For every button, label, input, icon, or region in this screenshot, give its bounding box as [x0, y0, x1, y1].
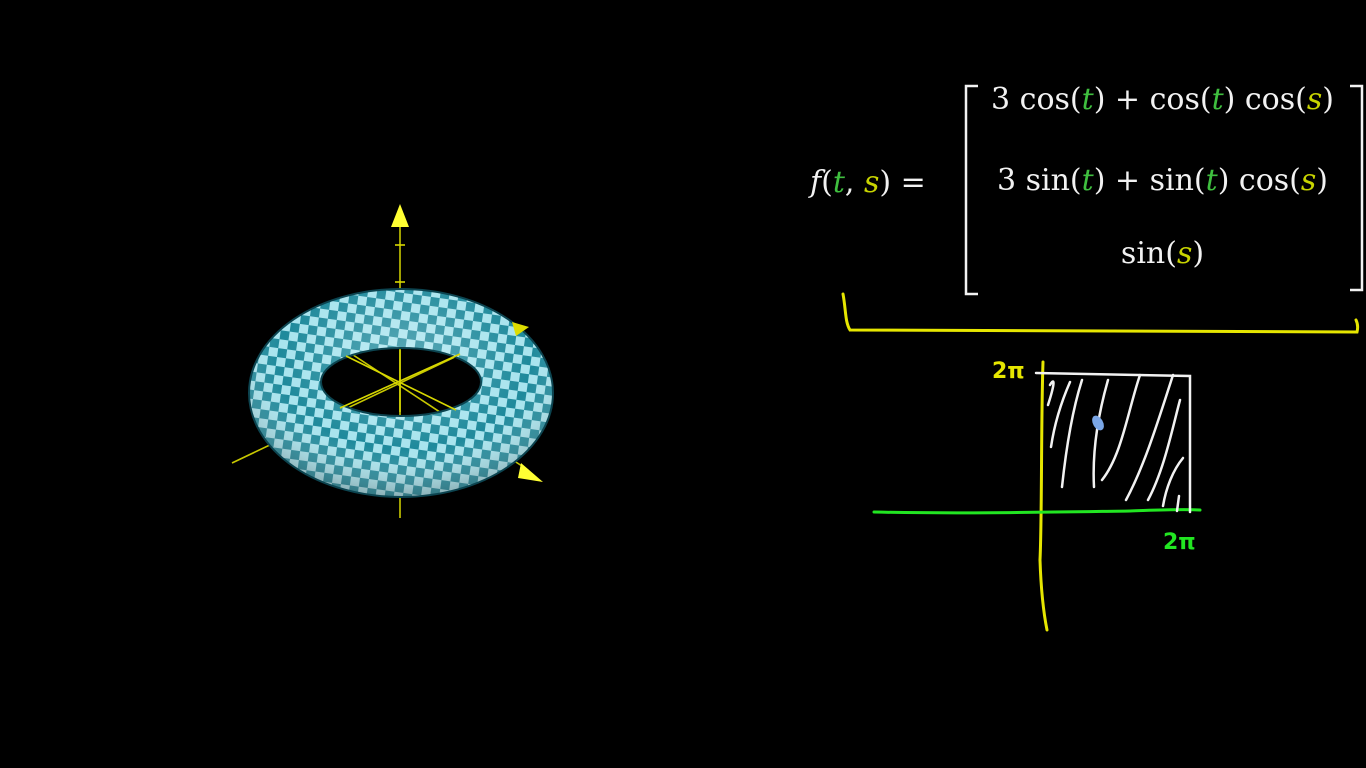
text: ) + sin(: [1093, 163, 1206, 198]
domain-square-border: [1034, 371, 1192, 514]
var-s: s: [863, 165, 880, 200]
text: sin(: [1120, 236, 1177, 271]
vertical-axis-sketch: [1038, 360, 1049, 632]
left-bracket: [964, 84, 978, 296]
matrix-row-y: 3 sin(t) + sin(t) cos(s): [985, 163, 1340, 198]
function-lhs: f(t, s) =: [810, 165, 926, 200]
x-axis-inner: [345, 355, 457, 411]
var-t: t: [1081, 163, 1094, 198]
text: ): [1322, 82, 1334, 117]
text: ) + cos(: [1093, 82, 1212, 117]
torus-axes-front: [339, 244, 461, 412]
y-arrowhead-icon: [512, 322, 529, 336]
comma: ,: [844, 165, 864, 200]
matrix-brackets: [964, 84, 1364, 296]
label-2pi-vertical: 2π: [992, 359, 1025, 384]
z-arrowhead-icon: [391, 204, 409, 227]
horizontal-axis-sketch: [872, 508, 1202, 515]
var-s: s: [1306, 82, 1323, 117]
label-2pi-horizontal: 2π: [1163, 530, 1196, 555]
text: ): [1316, 163, 1329, 198]
var-t: t: [1205, 163, 1218, 198]
text: 3 sin(: [996, 163, 1082, 198]
var-s: s: [1300, 163, 1317, 198]
matrix-row-z: sin(s): [985, 236, 1340, 271]
x-arrowhead-icon: [518, 463, 543, 482]
domain-hatching: [1046, 373, 1185, 513]
var-t: t: [1081, 82, 1094, 117]
domain-sketch: [872, 360, 1202, 632]
domain-underbrace: [841, 292, 1360, 334]
function-name: f: [810, 165, 822, 200]
paren: ): [879, 165, 892, 200]
equals-sign: =: [891, 165, 926, 200]
pen-cursor-icon: [1092, 415, 1104, 431]
text: 3 cos(: [991, 82, 1082, 117]
paren: (: [821, 165, 833, 200]
text: ) cos(: [1217, 163, 1301, 198]
var-s: s: [1176, 236, 1193, 271]
matrix-row-x: 3 cos(t) + cos(t) cos(s): [985, 82, 1340, 117]
text: ) cos(: [1223, 82, 1307, 117]
torus: [240, 280, 570, 510]
right-bracket: [1350, 84, 1364, 292]
var-t: t: [1211, 82, 1224, 117]
text: ): [1192, 236, 1205, 271]
var-t: t: [832, 165, 845, 200]
y-axis-inner: [339, 353, 461, 409]
